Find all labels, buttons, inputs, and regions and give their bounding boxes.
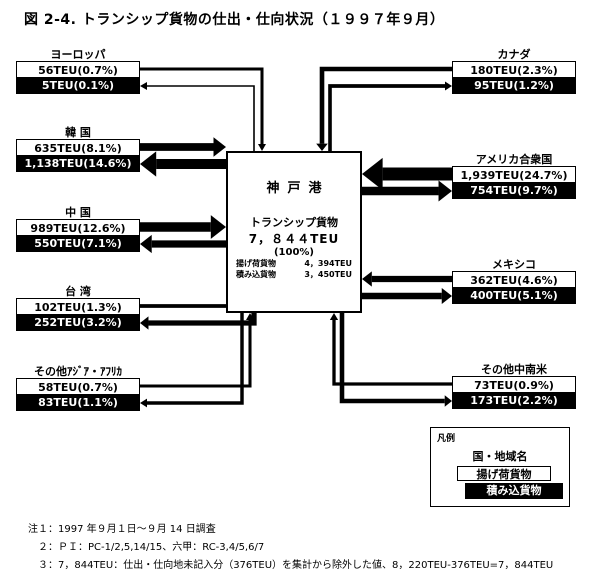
flow-0-loaded-arrow-head bbox=[140, 82, 147, 90]
unloaded-value: 1,939TEU(24.7%) bbox=[452, 166, 576, 183]
flow-5-loaded-arrow-shaft bbox=[328, 84, 445, 151]
flow-8-unloaded-arrow-shaft bbox=[332, 320, 452, 386]
flow-8-loaded-arrow-shaft bbox=[339, 313, 445, 404]
region-box-canada: 180TEU(2.3%) 95TEU(1.2%) bbox=[452, 61, 576, 94]
region-name-usa: アメリカ合衆国 bbox=[475, 153, 553, 166]
flow-6-unloaded-arrow-head bbox=[362, 157, 383, 191]
port-unloaded-label: 揚げ荷貨物 bbox=[236, 259, 276, 268]
unloaded-value: 989TEU(12.6%) bbox=[16, 219, 140, 236]
region-box-china: 989TEU(12.6%) 550TEU(7.1%) bbox=[16, 219, 140, 252]
unloaded-value: 362TEU(4.6%) bbox=[452, 271, 576, 288]
flow-7-loaded-arrow-head bbox=[441, 288, 452, 304]
flow-0-unloaded-arrow-head bbox=[258, 144, 266, 151]
flow-2-loaded-arrow-head bbox=[140, 234, 152, 254]
region-box-korea: 635TEU(8.1%) 1,138TEU(14.6%) bbox=[16, 139, 140, 172]
port-unloaded-row: 揚げ荷貨物 4，394TEU bbox=[228, 258, 360, 269]
loaded-value: 252TEU(3.2%) bbox=[16, 315, 140, 331]
legend: 凡例 国・地域名 揚げ荷貨物 積み込貨物 bbox=[430, 427, 570, 507]
unloaded-value: 180TEU(2.3%) bbox=[452, 61, 576, 78]
flow-3-loaded-arrow-shaft bbox=[148, 313, 257, 326]
port-loaded-label: 積み込貨物 bbox=[236, 270, 276, 279]
flow-1-loaded-arrow-head bbox=[140, 151, 157, 177]
flow-1-unloaded-arrow-head bbox=[213, 137, 226, 157]
unloaded-value: 635TEU(8.1%) bbox=[16, 139, 140, 156]
flow-7-unloaded-arrow-head bbox=[362, 271, 372, 287]
legend-sample-region: 国・地域名 bbox=[472, 450, 528, 463]
unloaded-value: 73TEU(0.9%) bbox=[452, 376, 576, 393]
region-box-usa: 1,939TEU(24.7%) 754TEU(9.7%) bbox=[452, 166, 576, 199]
flow-4-loaded-arrow-head bbox=[140, 398, 147, 408]
port-name: 神戸港 bbox=[266, 181, 330, 196]
port-percent: (100%) bbox=[273, 247, 315, 258]
note-1: 注１：1997 年９月１日～９月 14 日調査 bbox=[28, 524, 216, 535]
kobe-port-box: 神戸港 トランシップ貨物 7，８４４TEU (100%) 揚げ荷貨物 4，394… bbox=[226, 151, 362, 313]
flow-8-loaded-arrow-head bbox=[444, 395, 452, 407]
flow-4-loaded-arrow-shaft bbox=[147, 313, 244, 405]
port-unloaded-value: 4，394TEU bbox=[304, 259, 352, 268]
flow-5-unloaded-arrow-head bbox=[316, 143, 328, 151]
loaded-value: 173TEU(2.2%) bbox=[452, 393, 576, 409]
region-box-taiwan: 102TEU(1.3%) 252TEU(3.2%) bbox=[16, 298, 140, 331]
region-name-korea: 韓 国 bbox=[65, 126, 91, 139]
flow-2-unloaded-arrow-head bbox=[210, 215, 226, 239]
loaded-value: 95TEU(1.2%) bbox=[452, 78, 576, 94]
loaded-value: 83TEU(1.1%) bbox=[16, 395, 140, 411]
port-total: 7，８４４TEU bbox=[248, 232, 340, 246]
flow-4-unloaded-arrow-head bbox=[246, 313, 254, 320]
region-name-other-asia-africa: その他ｱｼﾞｱ・ｱﾌﾘｶ bbox=[34, 365, 122, 378]
region-name-taiwan: 台 湾 bbox=[65, 285, 91, 298]
region-box-europe: 56TEU(0.7%) 5TEU(0.1%) bbox=[16, 61, 140, 94]
flow-3-loaded-arrow-head bbox=[140, 316, 149, 330]
region-name-china: 中 国 bbox=[65, 206, 91, 219]
port-loaded-row: 積み込貨物 3，450TEU bbox=[228, 269, 360, 280]
legend-title: 凡例 bbox=[437, 434, 456, 444]
loaded-value: 1,138TEU(14.6%) bbox=[16, 156, 140, 172]
port-heading: トランシップ貨物 bbox=[250, 216, 338, 229]
unloaded-value: 58TEU(0.7%) bbox=[16, 378, 140, 395]
note-2: ２：ＰＩ：PC-1/2,5,14/15、六甲：RC-3,4/5,6/7 bbox=[28, 542, 265, 553]
region-name-canada: カナダ bbox=[497, 48, 531, 61]
region-box-mexico: 362TEU(4.6%) 400TEU(5.1%) bbox=[452, 271, 576, 304]
loaded-value: 754TEU(9.7%) bbox=[452, 183, 576, 199]
unloaded-value: 102TEU(1.3%) bbox=[16, 298, 140, 315]
loaded-value: 550TEU(7.1%) bbox=[16, 236, 140, 252]
port-loaded-value: 3，450TEU bbox=[304, 270, 352, 279]
flow-5-unloaded-arrow-shaft bbox=[319, 66, 452, 144]
flow-0-loaded-arrow-shaft bbox=[147, 85, 255, 151]
flow-6-loaded-arrow-head bbox=[438, 180, 452, 202]
region-name-mexico: メキシコ bbox=[492, 258, 536, 271]
region-box-other-latin-america: 73TEU(0.9%) 173TEU(2.2%) bbox=[452, 376, 576, 409]
loaded-value: 5TEU(0.1%) bbox=[16, 78, 140, 94]
flow-0-unloaded-arrow-shaft bbox=[140, 67, 264, 144]
legend-loaded: 積み込貨物 bbox=[465, 483, 563, 499]
region-name-europe: ヨーロッパ bbox=[50, 48, 106, 61]
note-3: ３：7，844TEU：仕出・仕向地未記入分（376TEU）を集計から除外した値、… bbox=[28, 560, 554, 571]
flow-4-unloaded-arrow-shaft bbox=[140, 320, 252, 388]
region-box-other-asia-africa: 58TEU(0.7%) 83TEU(1.1%) bbox=[16, 378, 140, 411]
figure-title: 図 2-4. トランシップ貨物の仕出・仕向状況（１９９７年９月） bbox=[24, 12, 445, 28]
flow-5-loaded-arrow-head bbox=[445, 81, 452, 91]
legend-unloaded: 揚げ荷貨物 bbox=[457, 466, 551, 481]
loaded-value: 400TEU(5.1%) bbox=[452, 288, 576, 304]
unloaded-value: 56TEU(0.7%) bbox=[16, 61, 140, 78]
region-name-other-latin-america: その他中南米 bbox=[481, 363, 547, 376]
flow-8-unloaded-arrow-head bbox=[329, 313, 339, 320]
